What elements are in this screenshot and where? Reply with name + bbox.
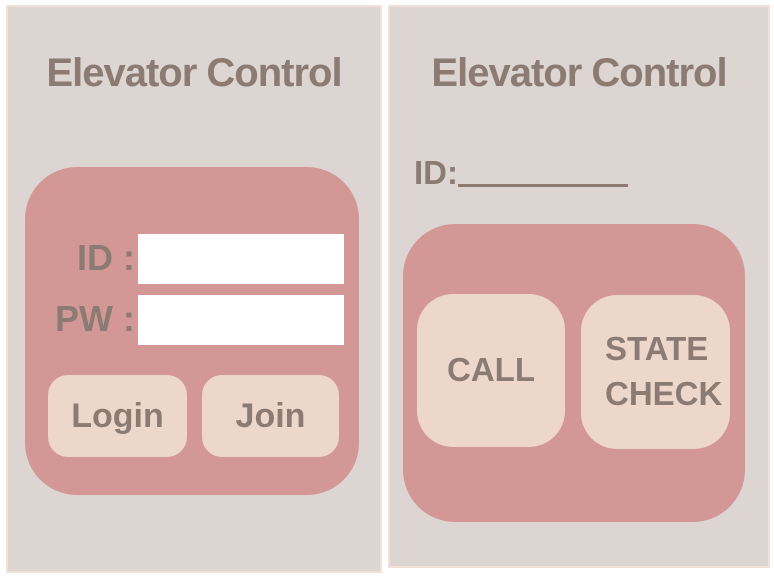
app-title-left: Elevator Control	[46, 51, 342, 95]
id-entry-line[interactable]: ID:	[414, 156, 628, 189]
id-field-label: ID :	[77, 237, 135, 278]
control-card: CALL STATE CHECK	[403, 224, 745, 522]
state-check-button-label: STATE CHECK	[605, 330, 723, 412]
control-screen-panel: Elevator Control ID: CALL STATE CHECK	[388, 5, 770, 568]
id-input[interactable]	[138, 234, 344, 284]
login-card: ID : PW : Login Join	[25, 167, 359, 495]
call-button[interactable]: CALL	[417, 294, 565, 447]
id-entry-label: ID:	[414, 154, 458, 191]
login-button[interactable]: Login	[48, 375, 187, 457]
app-title-right: Elevator Control	[431, 51, 727, 95]
id-entry-underline	[458, 184, 628, 187]
state-check-button[interactable]: STATE CHECK	[581, 295, 730, 449]
join-button[interactable]: Join	[202, 375, 339, 457]
login-screen-panel: Elevator Control ID : PW : Login Join	[6, 5, 382, 573]
pw-input[interactable]	[138, 295, 344, 345]
pw-field-label: PW :	[55, 298, 135, 339]
